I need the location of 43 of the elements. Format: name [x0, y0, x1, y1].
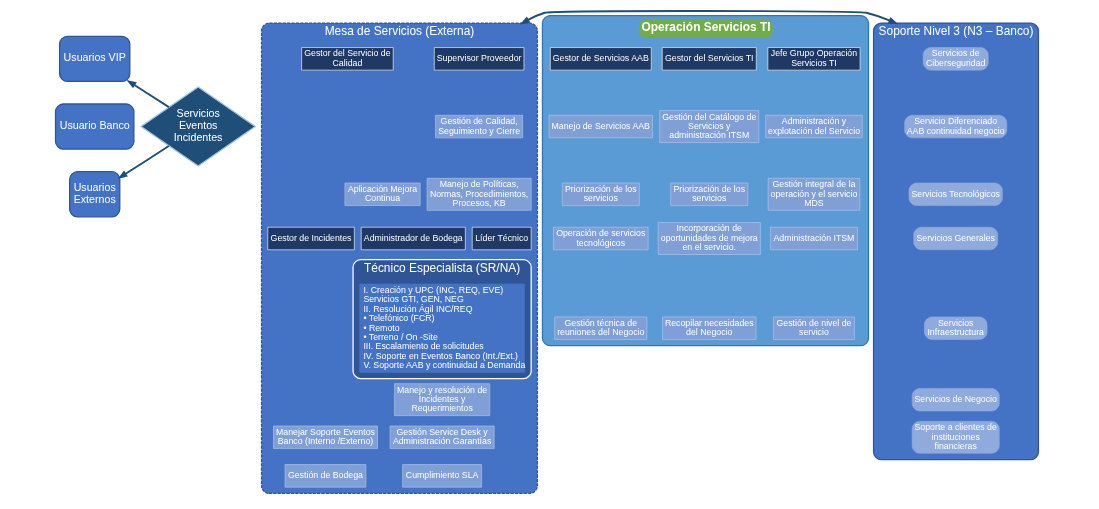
node-box: Priorización de los servicios [561, 182, 640, 206]
node-box: Gestión de Calidad, Seguimiento y Cierre [435, 114, 523, 139]
node-box: Jefe Grupo Operación Servicios TI [767, 47, 861, 71]
arrow [126, 79, 170, 109]
node-box: Manejo de Servicios AAB [548, 114, 653, 139]
node-box: Administración y explotación del Servicio [765, 114, 863, 139]
node-box: Gestor de Incidentes [267, 226, 355, 251]
node-box: Servicios de Negocio [911, 388, 1000, 412]
arrow [519, 10, 899, 25]
node-box: Gestión integral de la operación y el servicio MDS [767, 178, 861, 211]
node-box: Manejo y resolución de Incidentes y Requerimientos [394, 383, 491, 416]
node-box: Aplicación Mejora Continua [344, 182, 421, 206]
arrow [117, 145, 170, 179]
node-box: Gestión del Catálogo de Servicios y administración ITSM [659, 110, 760, 143]
node-box: Cumplimiento SLA [402, 464, 482, 488]
node-box: Gestor de Servicios AAB [549, 47, 652, 71]
node-box: Usuario Banco [54, 103, 135, 150]
node-box: Priorización de los servicios [670, 182, 749, 206]
node-box: Supervisor Proveedor [433, 47, 525, 71]
node-box: Gestión Service Desk y Administración Garantías [389, 425, 495, 449]
node-box: Incorporación de oportunidades de mejora en el servicio. [657, 222, 761, 255]
node-box: Gestor del Servicios TI [661, 47, 757, 71]
node-box: Administrador de Bodega [360, 226, 466, 251]
node-box: Servicios Infraestructura [924, 316, 988, 340]
node-box: Usuarios VIP [58, 35, 131, 83]
node-box: Operación de servicios tecnológicos [553, 226, 649, 251]
node-box: Gestión técnica de reuniones del Negocio [554, 316, 648, 340]
node-box: Soporte a clientes de instituciones financieras [911, 421, 1000, 454]
node-box: Gestión de Bodega [284, 464, 367, 488]
node-box: Servicio Diferenciado AAB continuidad negocio [904, 114, 1008, 139]
node-box: I. Creación y UPC (INC, REQ, EVE) Servicios GTI, GEN, NEG II. Resolución Ágil INC/REQ • Telefónico (FCR) • Remoto • Terreno / On -Site III. Escalamiento de solicitudes IV. Soporte en Eventos Banco (Int./Ext.) V. Soporte AAB y continuidad a Demanda [359, 283, 525, 373]
node-box: Servicios de Ciberseguridad [922, 47, 989, 71]
node-box: Gestor del Servicio de Calidad [301, 47, 394, 71]
node-box: Manejar Soporte Eventos Banco (Interno /Externo) [273, 425, 378, 449]
node-box: Manejo de Políticas, Normas, Procedimientos, Procesos, KB [426, 178, 532, 211]
node-box: Usuarios Externos [69, 171, 121, 218]
node-box: Recopilar necesidades del Negocio [662, 316, 757, 340]
node-box: Servicios Tecnológicos [908, 182, 1003, 206]
node-box: Servicios Generales [913, 226, 999, 251]
node-box: Administración ITSM [770, 226, 858, 251]
node-diamond: Servicios Eventos Incidentes [140, 86, 257, 167]
node-box: Gestión de nivel de servicio [773, 316, 855, 340]
node-box: Líder Técnico [471, 226, 532, 251]
